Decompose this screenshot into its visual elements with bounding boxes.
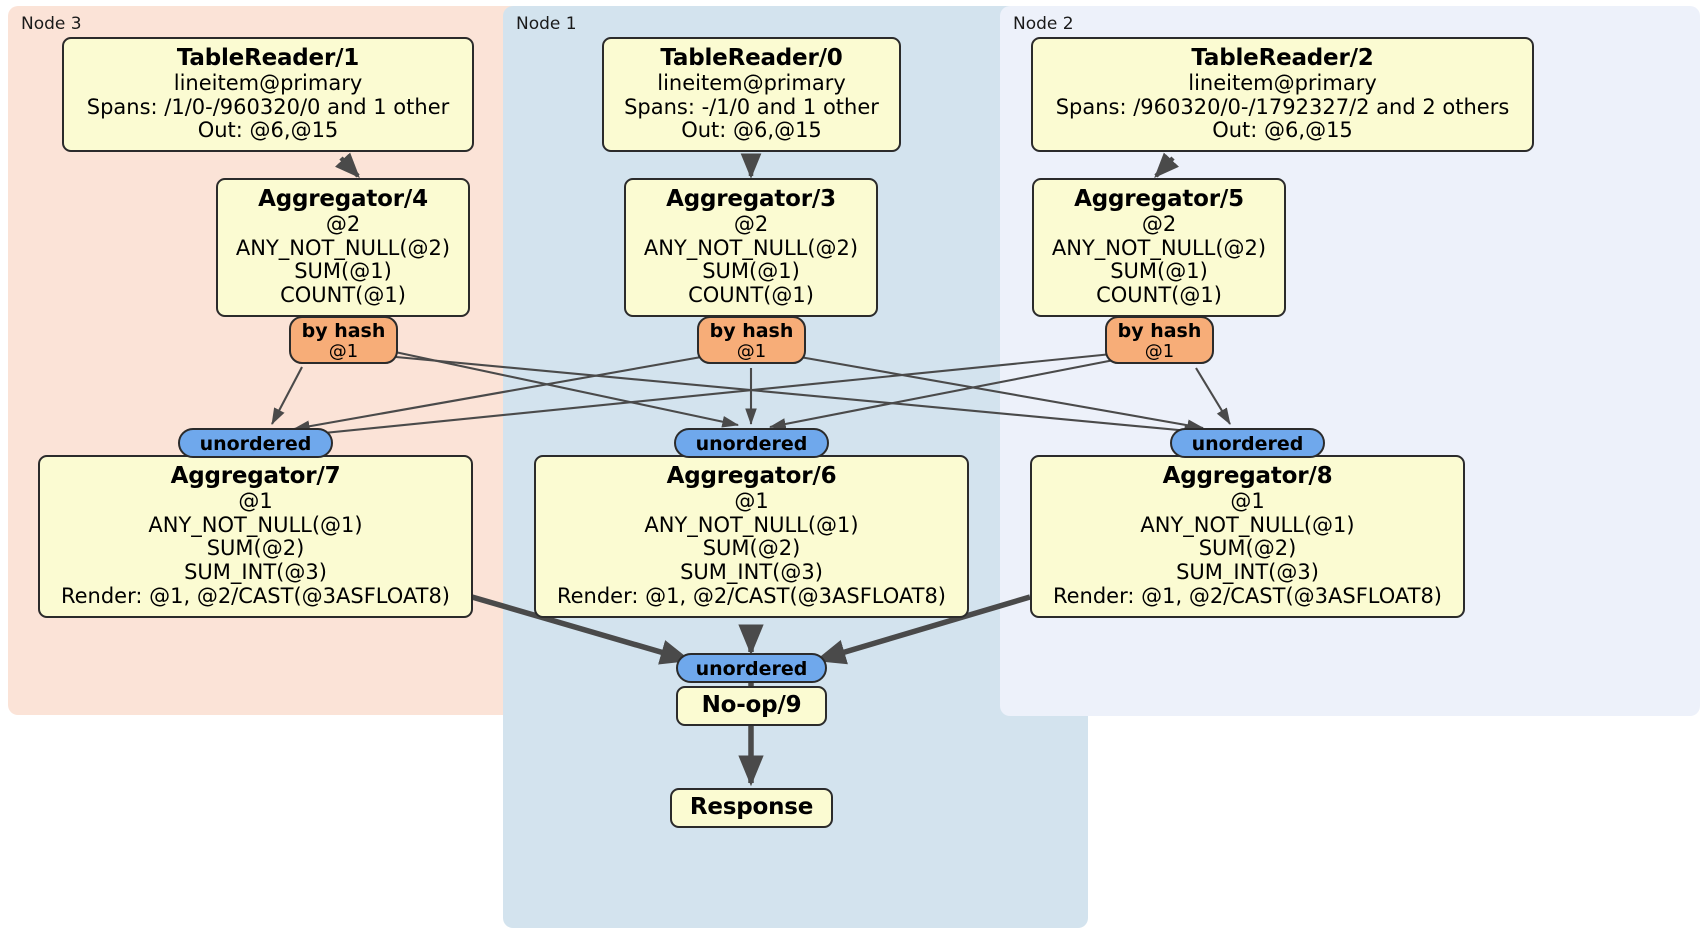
processor-line: SUM(@2): [1198, 536, 1297, 561]
processor-line: @1: [238, 488, 273, 513]
router-title: by hash: [709, 320, 794, 342]
processor-line: Out: @6,@15: [197, 118, 339, 143]
processor-aggregator-8[interactable]: Aggregator/8 @1 ANY_NOT_NULL(@1) SUM(@2)…: [1030, 455, 1465, 618]
processor-title: No-op/9: [701, 692, 802, 718]
processor-title: Aggregator/5: [1074, 186, 1244, 212]
processor-line: lineitem@primary: [657, 70, 846, 95]
router-by-hash-aggregator-5[interactable]: by hash @1: [1105, 316, 1214, 364]
processor-line: SUM(@1): [294, 259, 392, 284]
processor-line: SUM_INT(@3): [184, 560, 327, 585]
synchronizer-unordered-aggregator-7[interactable]: unordered: [178, 428, 333, 458]
processor-line: COUNT(@1): [280, 283, 406, 308]
synchronizer-unordered-aggregator-8[interactable]: unordered: [1170, 428, 1325, 458]
processor-line: Spans: /1/0-/960320/0 and 1 other: [86, 94, 450, 119]
processor-tablereader-0[interactable]: TableReader/0 lineitem@primary Spans: -/…: [602, 37, 901, 153]
processor-title: Aggregator/3: [666, 186, 836, 212]
synchronizer-unordered-aggregator-6[interactable]: unordered: [674, 428, 829, 458]
synchronizer-title: unordered: [695, 433, 808, 455]
processor-title: Aggregator/6: [666, 463, 837, 489]
processor-line: Render: @1, @2/CAST(@3ASFLOAT8): [60, 583, 451, 608]
processor-line: ANY_NOT_NULL(@1): [644, 512, 859, 537]
synchronizer-title: unordered: [695, 658, 808, 680]
router-title: by hash: [1117, 320, 1202, 342]
processor-aggregator-7[interactable]: Aggregator/7 @1 ANY_NOT_NULL(@1) SUM(@2)…: [38, 455, 473, 618]
processor-line: @2: [733, 211, 769, 236]
processor-line: ANY_NOT_NULL(@2): [235, 235, 451, 260]
processor-noop-9[interactable]: No-op/9: [676, 686, 827, 726]
processor-tablereader-1[interactable]: TableReader/1 lineitem@primary Spans: /1…: [62, 37, 474, 153]
processor-line: @2: [1141, 211, 1177, 236]
processor-line: @1: [734, 488, 769, 513]
processor-line: Spans: -/1/0 and 1 other: [624, 94, 879, 119]
processor-line: Spans: /960320/0-/1792327/2 and 2 others: [1055, 94, 1510, 119]
processor-title: TableReader/1: [176, 45, 360, 71]
processor-line: lineitem@primary: [1188, 70, 1377, 95]
processor-line: SUM(@2): [702, 536, 801, 561]
processor-line: Render: @1, @2/CAST(@3ASFLOAT8): [1052, 583, 1443, 608]
router-title: by hash: [301, 320, 386, 342]
processor-aggregator-4[interactable]: Aggregator/4 @2 ANY_NOT_NULL(@2) SUM(@1)…: [216, 178, 470, 317]
processor-title: Response: [689, 794, 814, 820]
router-subtitle: @1: [736, 340, 767, 362]
router-by-hash-aggregator-4[interactable]: by hash @1: [289, 316, 398, 364]
processor-title: Aggregator/7: [170, 463, 341, 489]
processor-aggregator-3[interactable]: Aggregator/3 @2 ANY_NOT_NULL(@2) SUM(@1)…: [624, 178, 878, 317]
processor-line: @1: [1230, 488, 1265, 513]
processor-aggregator-6[interactable]: Aggregator/6 @1 ANY_NOT_NULL(@1) SUM(@2)…: [534, 455, 969, 618]
processor-line: SUM(@2): [206, 536, 305, 561]
processor-line: COUNT(@1): [1096, 283, 1222, 308]
processor-tablereader-2[interactable]: TableReader/2 lineitem@primary Spans: /9…: [1031, 37, 1534, 153]
processor-aggregator-5[interactable]: Aggregator/5 @2 ANY_NOT_NULL(@2) SUM(@1)…: [1032, 178, 1286, 317]
processor-title: TableReader/2: [1191, 45, 1374, 71]
processor-title: Aggregator/4: [258, 186, 428, 212]
node-panel-label-node2: Node 2: [1013, 14, 1074, 34]
processor-title: Aggregator/8: [1162, 463, 1333, 489]
processor-line: Out: @6,@15: [1212, 118, 1353, 143]
processor-line: ANY_NOT_NULL(@2): [643, 235, 859, 260]
processor-line: ANY_NOT_NULL(@1): [148, 512, 363, 537]
synchronizer-title: unordered: [1191, 433, 1304, 455]
processor-line: Out: @6,@15: [681, 118, 822, 143]
processor-line: ANY_NOT_NULL(@1): [1140, 512, 1355, 537]
processor-response[interactable]: Response: [670, 788, 833, 828]
router-subtitle: @1: [328, 340, 359, 362]
processor-line: COUNT(@1): [688, 283, 814, 308]
processor-title: TableReader/0: [660, 45, 843, 71]
processor-line: @2: [325, 211, 361, 236]
node-panel-label-node1: Node 1: [516, 14, 577, 34]
processor-line: SUM(@1): [1110, 259, 1208, 284]
node-panel-label-node3: Node 3: [21, 14, 82, 34]
processor-line: Render: @1, @2/CAST(@3ASFLOAT8): [556, 583, 947, 608]
processor-line: ANY_NOT_NULL(@2): [1051, 235, 1267, 260]
processor-line: SUM_INT(@3): [680, 560, 823, 585]
processor-line: SUM_INT(@3): [1176, 560, 1319, 585]
synchronizer-unordered-noop-9[interactable]: unordered: [676, 653, 827, 683]
router-subtitle: @1: [1144, 340, 1175, 362]
router-by-hash-aggregator-3[interactable]: by hash @1: [697, 316, 806, 364]
processor-line: SUM(@1): [702, 259, 800, 284]
synchronizer-title: unordered: [199, 433, 312, 455]
processor-line: lineitem@primary: [173, 70, 363, 95]
